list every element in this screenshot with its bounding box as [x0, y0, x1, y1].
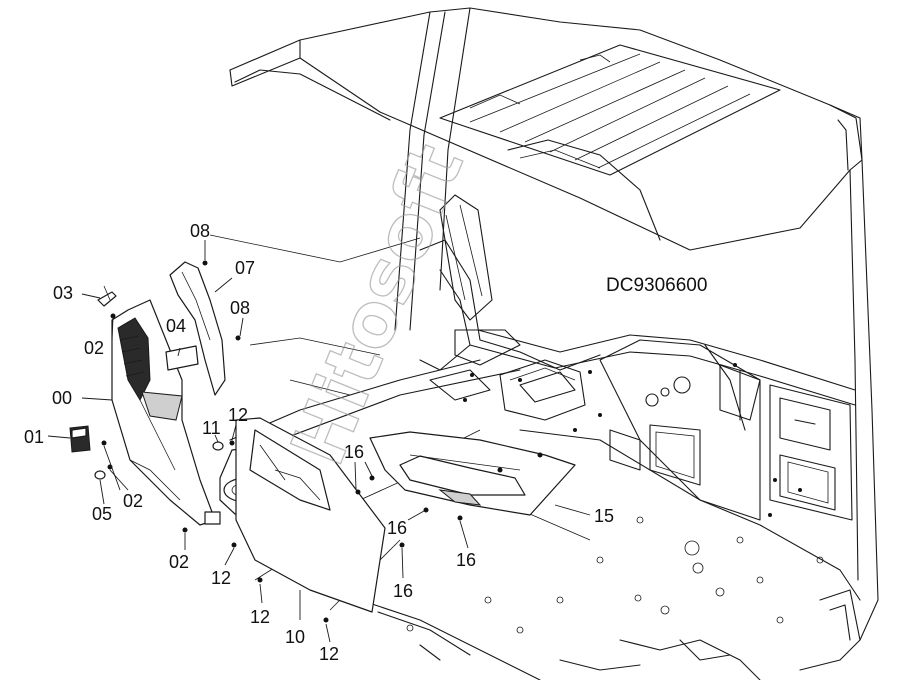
part-01-switch — [69, 425, 91, 453]
callout-02: 02 — [169, 552, 189, 572]
fastener-08-right — [235, 335, 241, 341]
callout-03: 03 — [53, 283, 73, 303]
leader-lines — [47, 240, 591, 643]
cab-frame — [229, 7, 879, 641]
callout-08: 08 — [190, 221, 210, 241]
callout-08: 08 — [230, 298, 250, 318]
callout-16: 16 — [393, 581, 413, 601]
fastener-12-low — [257, 577, 263, 583]
part-15-floor-cover — [369, 431, 576, 516]
callout-12: 12 — [211, 568, 231, 588]
fastener-02-bottom — [182, 527, 188, 533]
part-04-panel — [165, 345, 199, 371]
callout-11: 11 — [202, 418, 221, 438]
fastener-08-top — [202, 260, 208, 266]
callout-12: 12 — [319, 644, 339, 664]
part-10-side-cover — [235, 417, 386, 613]
left-side-wall — [419, 239, 601, 421]
fastener-16-c — [423, 507, 429, 513]
callout-10: 10 — [285, 627, 305, 647]
callout-01: 01 — [24, 427, 44, 447]
callout-02: 02 — [84, 338, 104, 358]
callout-04: 04 — [166, 316, 186, 336]
callout-labels: 03 02 08 07 08 04 00 01 02 05 02 11 12 1… — [24, 221, 614, 664]
drawing-code: DC9306600 — [606, 275, 707, 296]
fastener-16-e — [399, 542, 405, 548]
rear-wall — [599, 339, 853, 521]
fastener-12-bottom — [323, 617, 329, 623]
fastener-16-b — [369, 475, 375, 481]
part-03-bracket — [97, 285, 117, 307]
callout-07: 07 — [235, 258, 255, 278]
fastener-12-top — [229, 440, 235, 446]
callout-05: 05 — [92, 504, 112, 524]
callout-02: 02 — [123, 491, 143, 511]
part-11-grommet — [212, 441, 224, 451]
callout-12: 12 — [228, 405, 248, 425]
fastener-12-mid — [231, 542, 237, 548]
callout-16: 16 — [387, 518, 407, 538]
fastener-16-d — [457, 515, 463, 521]
callout-16: 16 — [344, 442, 364, 462]
part-07-right-cover — [169, 261, 226, 396]
fastener-02-mid — [101, 440, 107, 446]
part-00-front-cover — [111, 299, 221, 526]
fastener-02-top — [110, 313, 116, 319]
part-05-cap — [94, 470, 106, 480]
watermark: Hitosoft — [275, 133, 481, 477]
callout-16: 16 — [456, 550, 476, 570]
fasteners — [101, 260, 802, 623]
fastener-16-a — [355, 489, 361, 495]
callout-12: 12 — [250, 607, 270, 627]
callout-00: 00 — [52, 388, 72, 408]
callout-15: 15 — [594, 506, 614, 526]
